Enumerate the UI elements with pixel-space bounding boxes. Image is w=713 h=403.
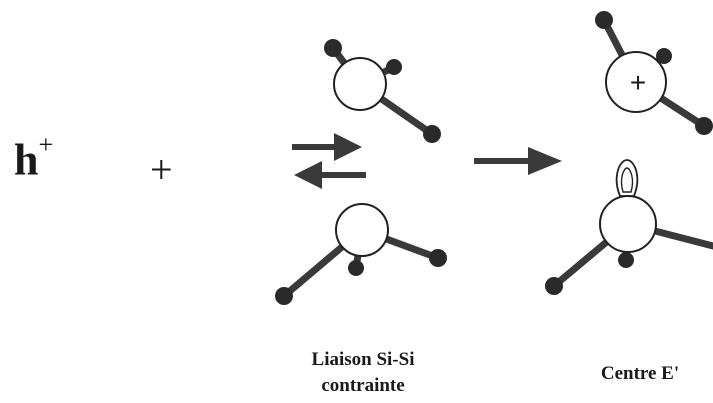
strain-arrows: [292, 133, 366, 189]
product-lower-si-tetrahedron: [545, 159, 713, 295]
upper-oxygen-atom-1: [324, 39, 342, 57]
plus-operator: +: [150, 147, 173, 192]
strained-bond-label-line1: Liaison Si-Si: [311, 349, 415, 370]
lower-silicon-atom: [335, 203, 389, 257]
strain-arrow-left-head: [294, 161, 322, 189]
product-positive-silicon-atom: [605, 51, 667, 113]
hole-symbol: h+: [14, 132, 53, 185]
product-lower-oxygen-2: [618, 252, 634, 268]
strain-arrow-right-head: [334, 133, 362, 161]
dangling-orbital-inner: [620, 167, 634, 193]
strained-bond-label: Liaison Si-Si contrainte: [268, 347, 458, 399]
product-upper-si-tetrahedron: +: [595, 11, 713, 135]
upper-silicon-atom: [333, 57, 387, 111]
upper-oxygen-atom-3: [423, 125, 441, 143]
reaction-arrow-head: [528, 147, 562, 175]
lower-si-tetrahedron: [275, 203, 447, 305]
lower-oxygen-atom-1: [275, 287, 293, 305]
product-neutral-silicon-atom: [599, 195, 657, 253]
e-prime-center-label: Centre E': [600, 363, 680, 384]
hole-letter: h: [14, 135, 39, 185]
product-upper-oxygen-2: [656, 48, 672, 64]
lower-oxygen-atom-3: [429, 249, 447, 267]
product-lower-oxygen-1: [545, 277, 563, 295]
product-upper-oxygen-1: [595, 11, 613, 29]
hole-charge: +: [38, 130, 54, 159]
lower-oxygen-atom-2: [348, 260, 364, 276]
strained-bond-label-line2: contrainte: [321, 375, 405, 396]
positive-charge-label: +: [630, 67, 646, 98]
reaction-arrow: [474, 147, 562, 175]
upper-oxygen-atom-2: [386, 59, 402, 75]
upper-si-tetrahedron: [324, 39, 441, 143]
product-upper-oxygen-3: [695, 117, 713, 135]
